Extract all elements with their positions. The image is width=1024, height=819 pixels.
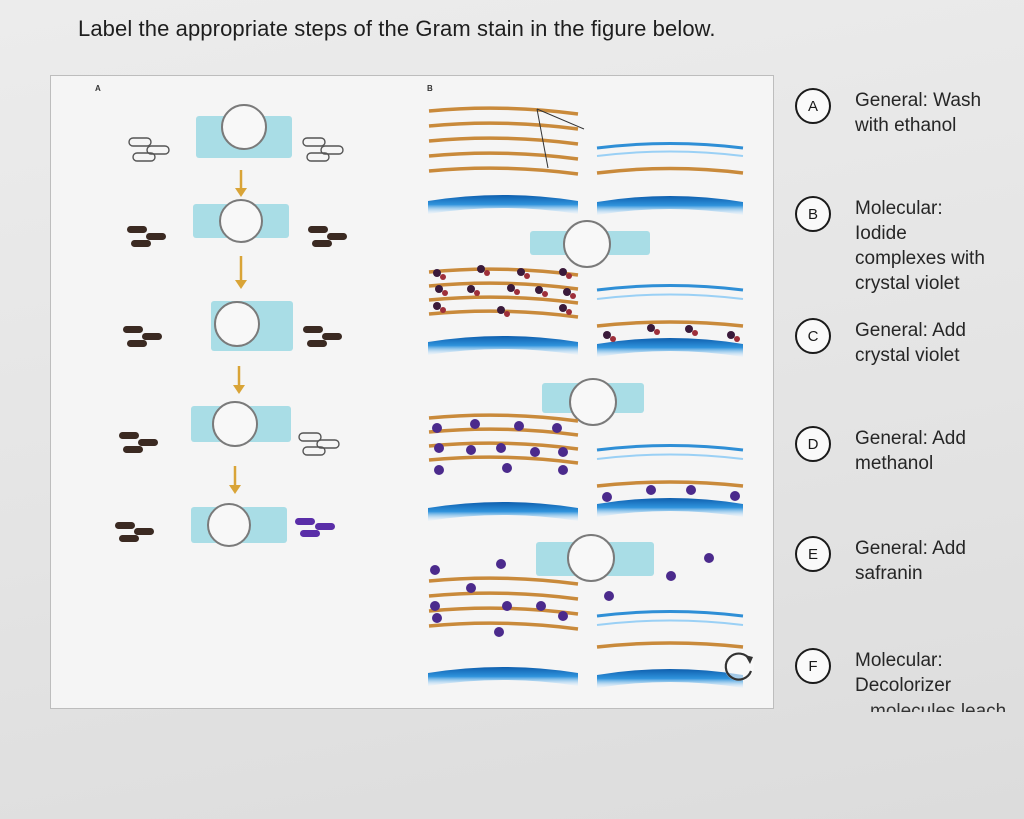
crystal-violet-icon xyxy=(432,419,568,475)
option-badge: C xyxy=(795,318,831,354)
gram-negative-wall-3 xyxy=(596,444,744,517)
gram-negative-wall-1 xyxy=(596,142,744,215)
option-badge: F xyxy=(795,648,831,684)
gram-positive-wall-3 xyxy=(428,413,579,465)
membrane xyxy=(428,195,578,214)
cv-iodine-complex-icon xyxy=(433,265,576,317)
option-badge: B xyxy=(795,196,831,232)
dark-cells-icon xyxy=(119,432,158,453)
panel-label-a: A xyxy=(95,84,101,93)
cell-outline-icon xyxy=(298,432,340,456)
dark-cells-icon xyxy=(127,226,347,247)
cut-off-text: molecules leach xyxy=(870,701,1007,712)
option-badge: E xyxy=(795,536,831,572)
drop-zone-a3[interactable] xyxy=(211,301,293,351)
panel-a-flow xyxy=(115,104,347,547)
option-f[interactable]: F Molecular:Decolorizer xyxy=(795,648,1024,708)
gram-negative-wall-4 xyxy=(596,610,744,688)
drop-zone-a2[interactable] xyxy=(193,199,289,243)
drop-zone-a4[interactable] xyxy=(191,401,291,447)
option-badge: A xyxy=(795,88,831,124)
figure-panel: A B xyxy=(50,75,774,709)
panel-label-b: B xyxy=(427,84,433,93)
pencil-mark xyxy=(536,108,585,169)
drop-zone-b1[interactable] xyxy=(530,220,650,268)
dark-cells-icon xyxy=(123,326,342,347)
gram-stain-diagram xyxy=(115,104,754,688)
gram-positive-wall-1 xyxy=(428,106,579,176)
crystal-violet-icon xyxy=(430,553,714,601)
rotate-arrow-icon[interactable] xyxy=(724,651,754,681)
panel-b-cell-walls xyxy=(428,106,744,688)
option-text: Molecular:Decolorizer xyxy=(855,650,952,696)
option-badge: D xyxy=(795,426,831,462)
cell-outline-icon xyxy=(128,137,344,162)
question-prompt: Label the appropriate steps of the Gram … xyxy=(78,16,716,41)
dark-cells-icon xyxy=(115,522,154,542)
purple-cells-icon xyxy=(295,518,335,537)
drop-zone-a5[interactable] xyxy=(191,503,287,547)
drop-zone-b2[interactable] xyxy=(542,378,644,426)
drop-zone-b3[interactable] xyxy=(536,534,654,582)
drop-zone-a1[interactable] xyxy=(196,104,292,158)
gram-negative-wall-2 xyxy=(596,284,744,357)
